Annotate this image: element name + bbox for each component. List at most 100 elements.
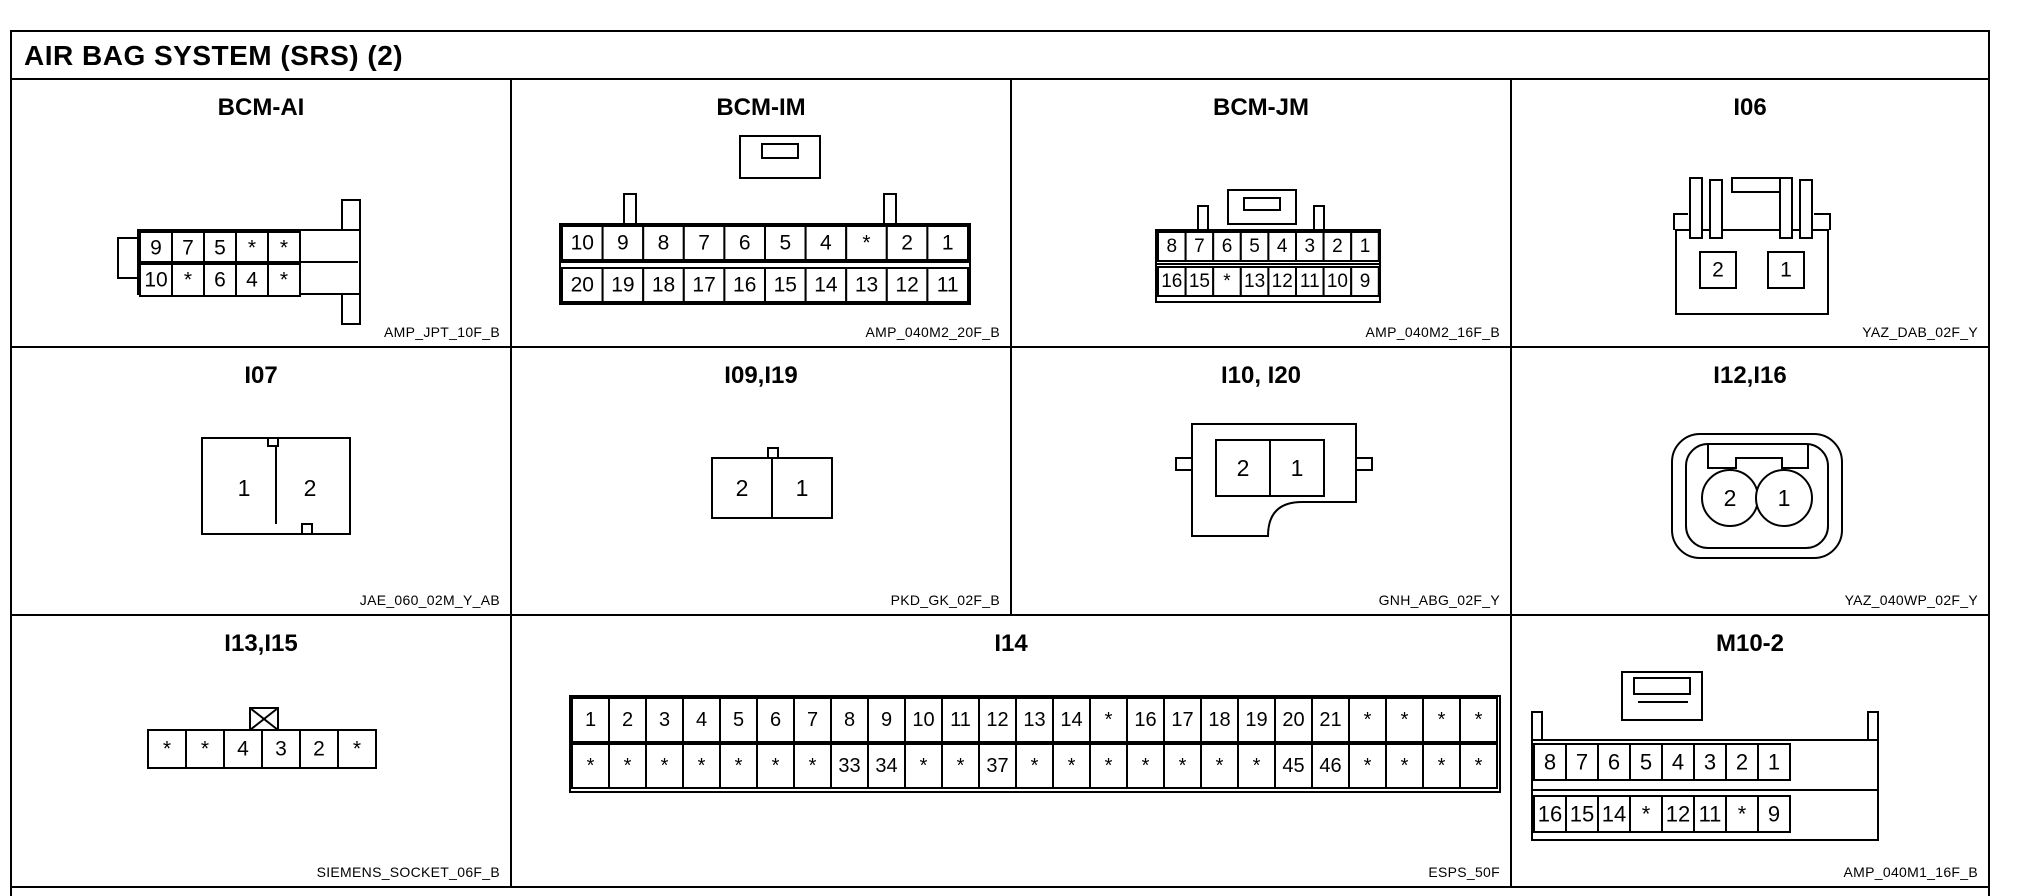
connector-outline: [1709, 179, 1723, 239]
pin-cell: [1385, 697, 1424, 743]
pin-label: *: [1475, 755, 1483, 777]
pin-cell: [1274, 697, 1313, 743]
pin-label: *: [1642, 802, 1651, 827]
pin-label: *: [1475, 709, 1483, 731]
pin-cell: [1422, 743, 1461, 789]
pin-label: 2: [304, 475, 317, 501]
connector-code: AMP_040M2_16F_B: [1365, 324, 1500, 340]
connector-name: I12,I16: [1713, 362, 1787, 389]
pin-cell: [1200, 697, 1239, 743]
pin-label: 14: [1060, 709, 1082, 731]
pin-cell: [1767, 251, 1805, 289]
pin-label: 46: [1319, 755, 1341, 777]
pin-label: 16: [733, 274, 756, 297]
pin-label: 1: [1778, 485, 1791, 511]
connector-code: YAZ_DAB_02F_Y: [1862, 324, 1978, 340]
pin-cell: [764, 225, 807, 261]
pin-cell: [235, 263, 269, 297]
pin-cell: [561, 225, 604, 261]
pin-label: 1: [585, 709, 596, 731]
connector-latch: [1531, 711, 1543, 740]
pin-cell: [1295, 231, 1325, 262]
pin-label: *: [587, 755, 595, 777]
pin-label: 9: [1360, 271, 1371, 292]
pin-cell: [1089, 743, 1128, 789]
connector-outline: [761, 143, 799, 159]
pin-label: 8: [1167, 236, 1178, 257]
pin-label: 3: [275, 738, 287, 761]
connector-latch: [1673, 213, 1688, 230]
pin-cell: [1015, 697, 1054, 743]
connector-outline: [1355, 457, 1373, 471]
pin-label: *: [624, 755, 632, 777]
pin-label: 6: [214, 269, 226, 292]
pin-label: *: [1031, 755, 1039, 777]
pin-label: *: [1253, 755, 1261, 777]
pin-label: *: [1068, 755, 1076, 777]
pin-label: 2: [901, 232, 913, 255]
pin-cell: [1322, 231, 1353, 262]
pin-cell: [1215, 439, 1271, 497]
pin-label: 1: [238, 475, 251, 501]
pin-label: *: [280, 269, 288, 292]
pin-label: 1: [1360, 236, 1371, 257]
pin-cell: [1699, 251, 1737, 289]
pin-label: *: [1105, 709, 1113, 731]
pin-label: 37: [986, 755, 1008, 777]
pin-cell: [978, 743, 1017, 789]
connector-name: BCM-AI: [217, 94, 305, 121]
pin-cell: [1350, 231, 1380, 262]
pin-label: 5: [733, 709, 744, 731]
pin-label: 13: [1244, 271, 1265, 292]
pin-label: 9: [881, 709, 892, 731]
pin-cell: [1533, 795, 1567, 833]
pin-cell: [571, 697, 610, 743]
pin-cell: [601, 267, 645, 303]
pin-cell: [1237, 697, 1276, 743]
pin-cell: [1757, 795, 1791, 833]
connector-code: SIEMENS_SOCKET_06F_B: [316, 864, 500, 880]
pin-label: *: [353, 738, 361, 761]
pin-label: 5: [214, 237, 226, 260]
pin-cell: [1126, 697, 1165, 743]
pin-cell: [1693, 743, 1727, 781]
pin-label: *: [184, 269, 192, 292]
pin-cell: [1565, 743, 1599, 781]
pin-cell: [337, 729, 377, 769]
connector-outline: [301, 523, 313, 535]
pin-label: 2: [1332, 236, 1343, 257]
connector-outline: [1197, 205, 1209, 231]
pin-cell: [885, 225, 929, 261]
pin-label: *: [163, 738, 171, 761]
pin-cell: [793, 697, 832, 743]
pin-label: 17: [692, 274, 715, 297]
pin-cell: [1157, 231, 1187, 262]
pin-cell: [1126, 743, 1165, 789]
pin-label: 4: [696, 709, 707, 731]
pin-cell: [1348, 697, 1387, 743]
pin-cell: [1212, 231, 1242, 262]
pin-label: *: [1364, 755, 1372, 777]
pin-label: *: [1105, 755, 1113, 777]
connector-code: AMP_040M1_16F_B: [1843, 864, 1978, 880]
pin-label: 12: [986, 709, 1008, 731]
pin-label: 4: [1672, 750, 1684, 775]
pin-label: *: [1438, 755, 1446, 777]
pin-label: 20: [571, 274, 594, 297]
pin-cell: [1597, 743, 1631, 781]
pin-label: 18: [1208, 709, 1230, 731]
pin-cell: [571, 743, 610, 789]
pin-cell: [830, 697, 869, 743]
pin-label: 11: [1300, 271, 1320, 292]
